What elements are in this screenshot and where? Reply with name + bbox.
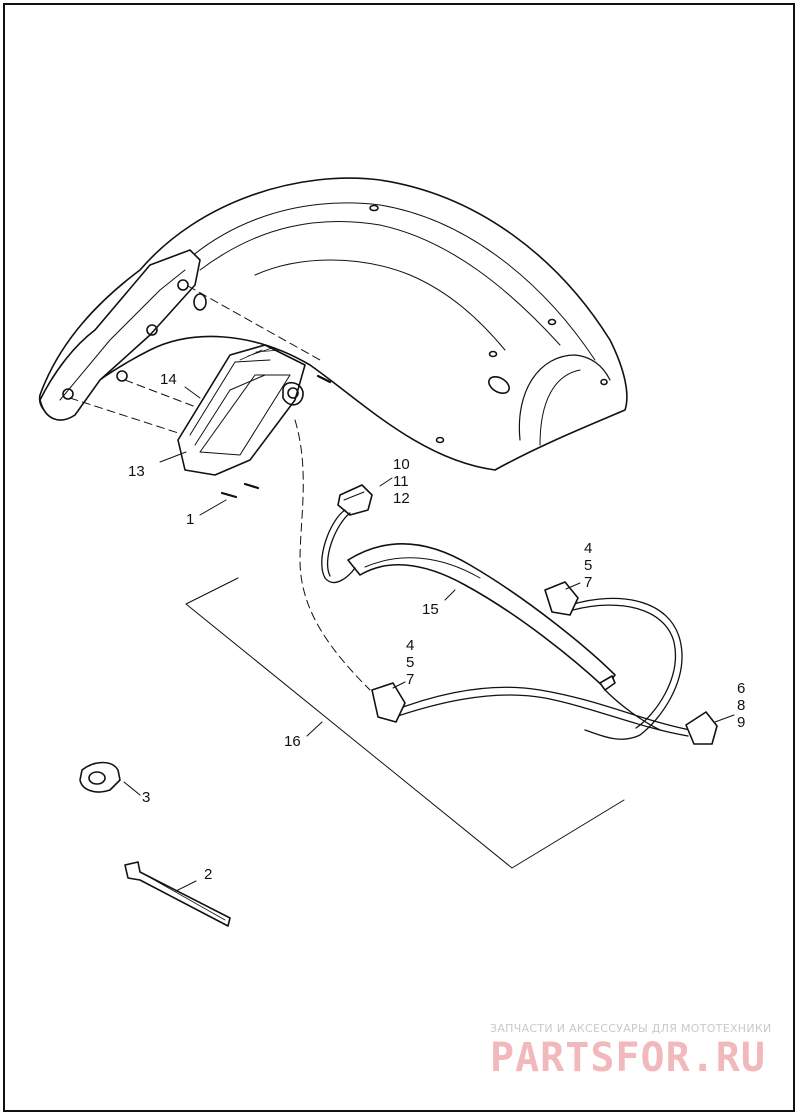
callout-7a: 7 — [584, 574, 592, 591]
callout-11: 11 — [393, 473, 409, 490]
callout-5b: 5 — [406, 654, 414, 671]
wiring-harness — [321, 509, 691, 740]
callout-9: 9 — [737, 714, 745, 731]
callout-4a: 4 — [584, 540, 592, 557]
callout-labels: 1 2 3 4 5 7 4 5 7 6 8 9 10 11 12 13 14 1… — [128, 371, 745, 883]
callout-12: 12 — [393, 490, 410, 507]
callout-15: 15 — [422, 601, 439, 618]
callout-1: 1 — [186, 511, 194, 528]
clip — [79, 761, 121, 793]
watermark-tagline: ЗАПЧАСТИ И АКСЕССУАРЫ ДЛЯ МОТОТЕХНИКИ — [490, 1022, 772, 1035]
lamp-housing — [177, 344, 306, 476]
leader-lines — [123, 386, 735, 892]
harness-connectors — [371, 581, 718, 745]
watermark-logo: PARTSFOR.RU — [490, 1035, 766, 1081]
callout-2: 2 — [204, 866, 212, 883]
callout-3: 3 — [142, 789, 150, 806]
callout-5a: 5 — [584, 557, 592, 574]
callout-14: 14 — [160, 371, 177, 388]
screws — [220, 374, 332, 499]
callout-7b: 7 — [406, 671, 414, 688]
kit-outline — [185, 577, 625, 869]
connector-upper — [337, 484, 373, 516]
drawing-frame — [3, 3, 795, 1112]
callout-8: 8 — [737, 697, 745, 714]
cable-tie — [124, 861, 231, 927]
callout-13: 13 — [128, 463, 145, 480]
callout-6: 6 — [737, 680, 745, 697]
callout-4b: 4 — [406, 637, 414, 654]
fender-bracket — [39, 249, 201, 421]
led-strip — [347, 542, 616, 691]
callout-10: 10 — [393, 456, 410, 473]
callout-16: 16 — [284, 733, 301, 750]
